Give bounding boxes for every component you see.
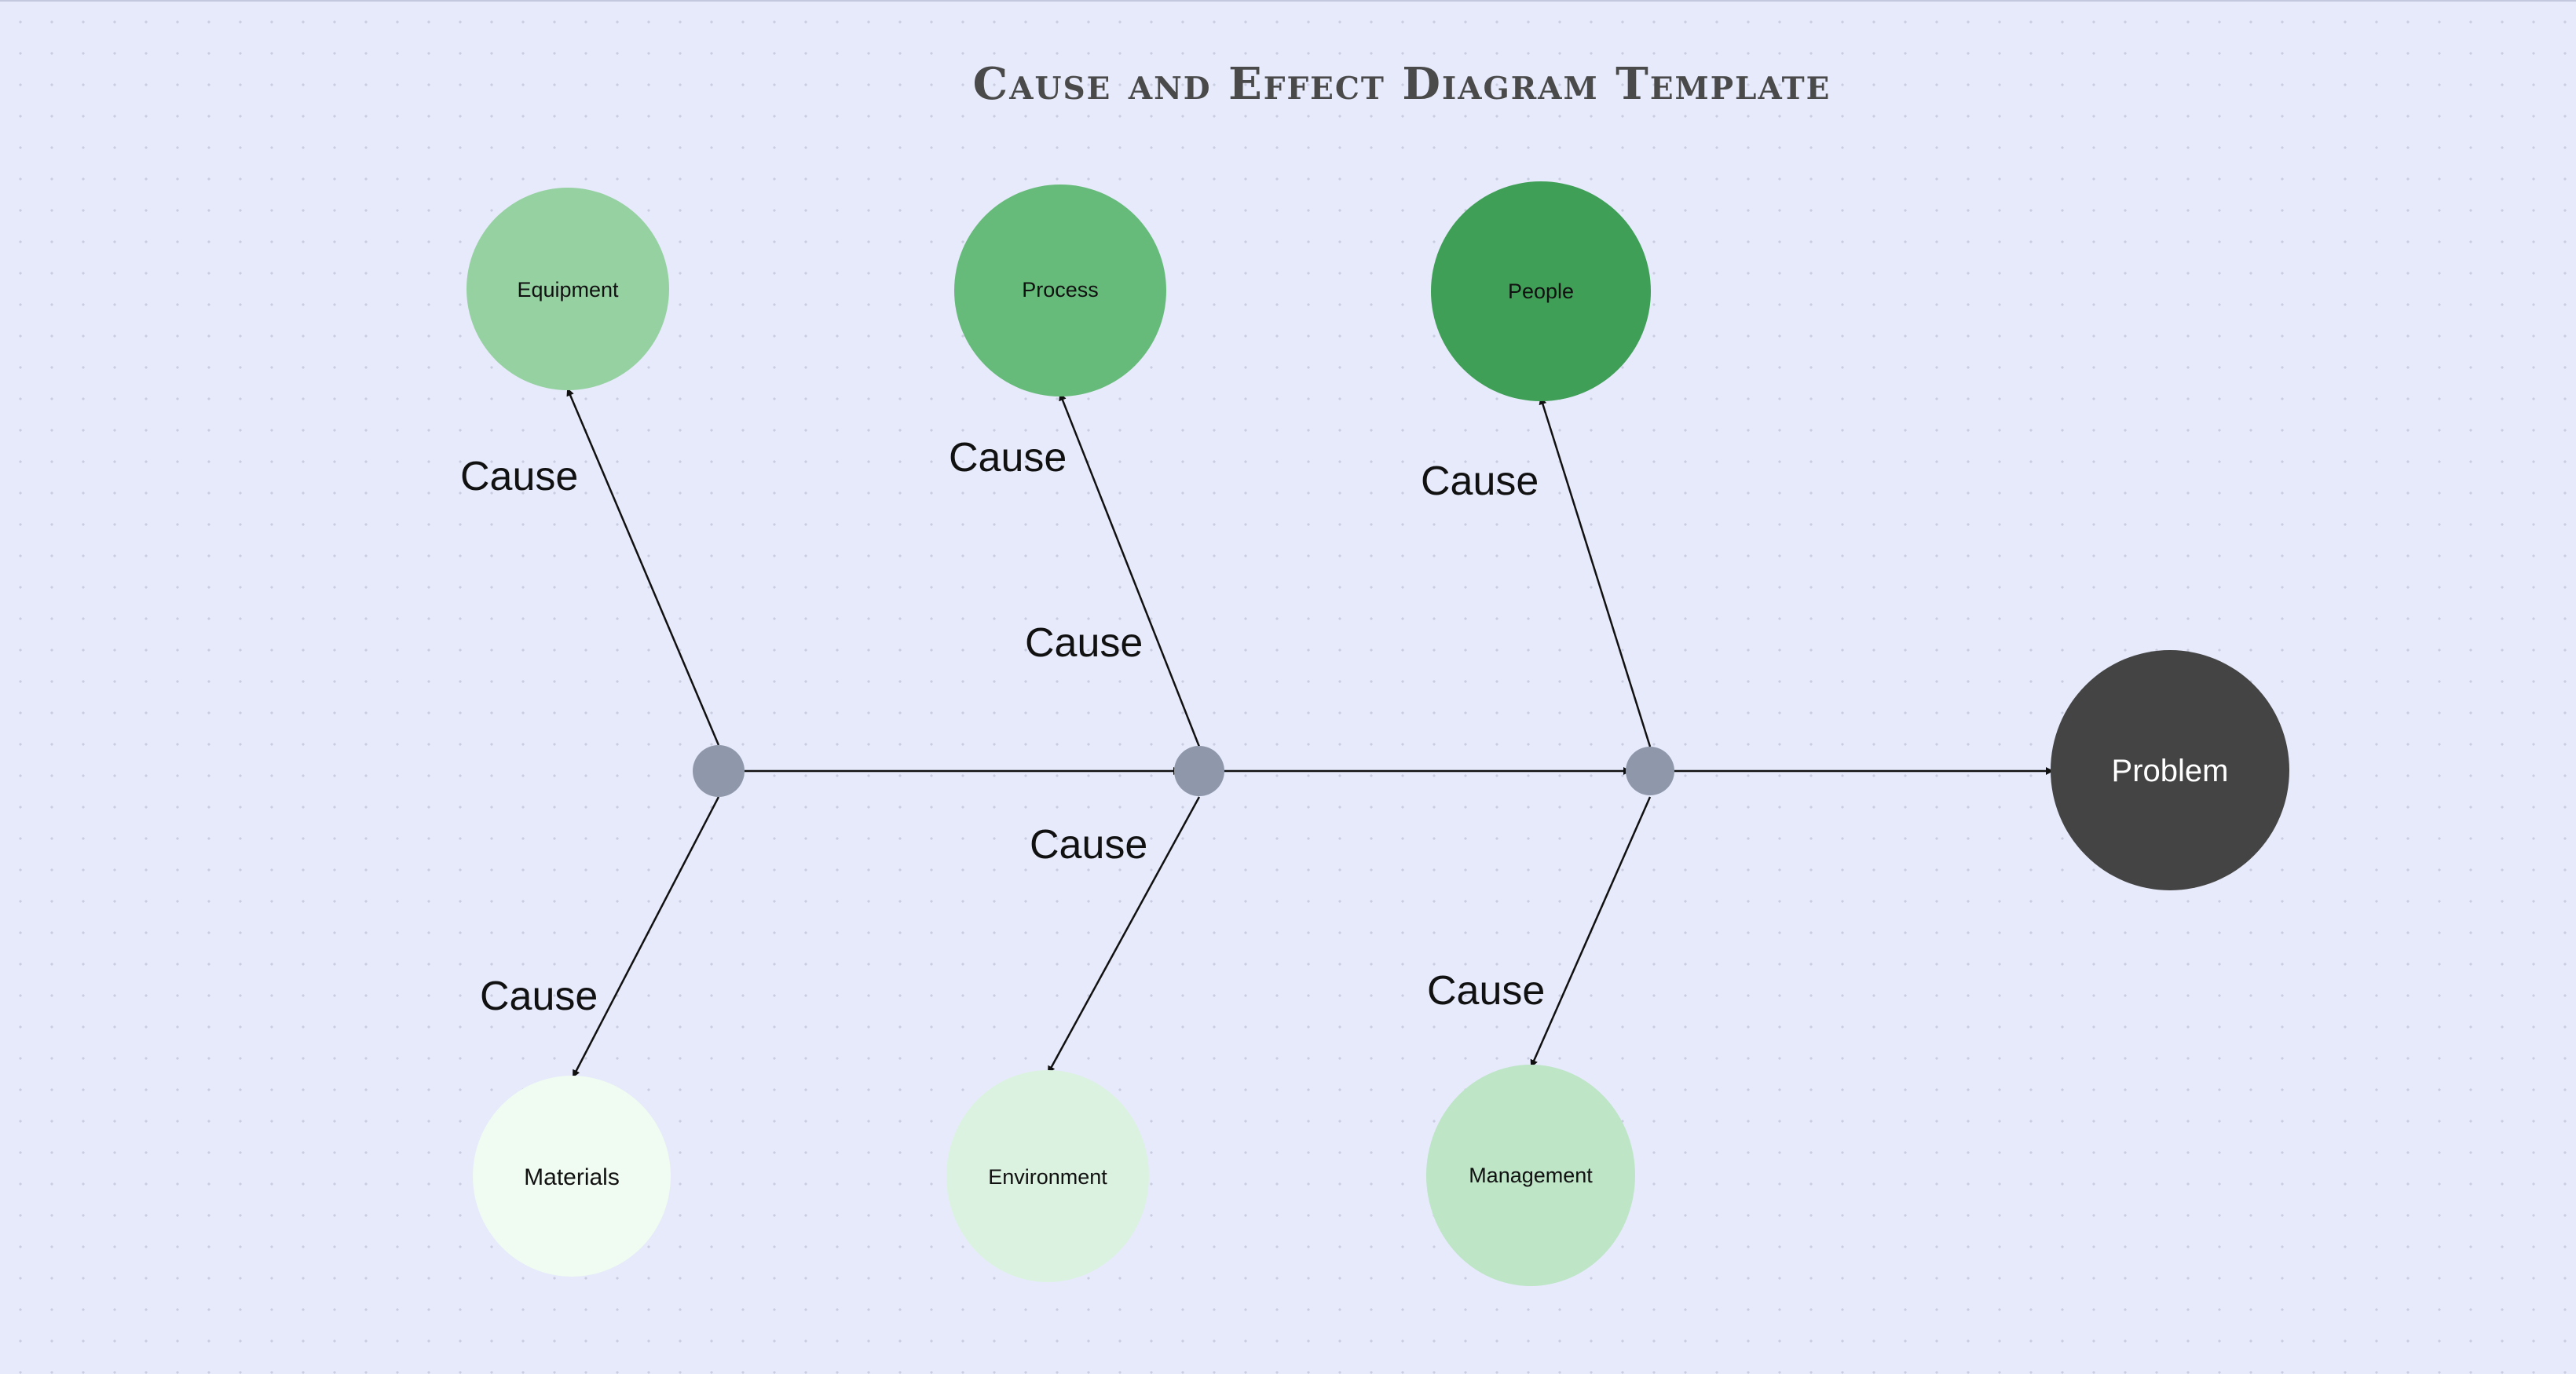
category-people[interactable]: People [1431, 181, 1651, 401]
branch-materials [572, 796, 720, 1078]
category-materials-label: Materials [524, 1164, 620, 1190]
cause-label-lower-middle[interactable]: Cause [1030, 822, 1147, 868]
category-materials[interactable]: Materials [473, 1076, 671, 1277]
category-equipment-label: Equipment [517, 278, 619, 301]
branch-people [1539, 396, 1652, 747]
branch-environment [1047, 796, 1201, 1074]
category-environment[interactable]: Environment [946, 1070, 1149, 1282]
cause-label-equipment[interactable]: Cause [460, 454, 578, 499]
spine-node-1 [693, 745, 745, 797]
spine-node-3 [1626, 747, 1674, 795]
category-equipment[interactable]: Equipment [467, 188, 669, 390]
category-environment-label: Environment [988, 1165, 1107, 1189]
category-people-label: People [1508, 280, 1574, 303]
category-process-label: Process [1022, 278, 1099, 301]
cause-label-materials[interactable]: Cause [480, 974, 598, 1019]
category-process[interactable]: Process [954, 185, 1166, 396]
spine-node-2 [1174, 746, 1224, 796]
cause-label-people[interactable]: Cause [1421, 459, 1539, 504]
problem-label: Problem [2112, 754, 2229, 788]
branch-process [1059, 393, 1201, 747]
page-title: Cause and Effect Diagram Template [973, 58, 1831, 110]
category-management[interactable]: Management [1426, 1065, 1635, 1286]
problem-node[interactable]: Problem [2051, 650, 2289, 890]
cause-label-upper-middle[interactable]: Cause [1025, 620, 1143, 666]
branch-equipment [566, 388, 720, 746]
branch-management [1530, 796, 1652, 1068]
category-management-label: Management [1469, 1164, 1593, 1187]
cause-label-management[interactable]: Cause [1427, 968, 1545, 1014]
cause-label-process[interactable]: Cause [949, 435, 1067, 481]
